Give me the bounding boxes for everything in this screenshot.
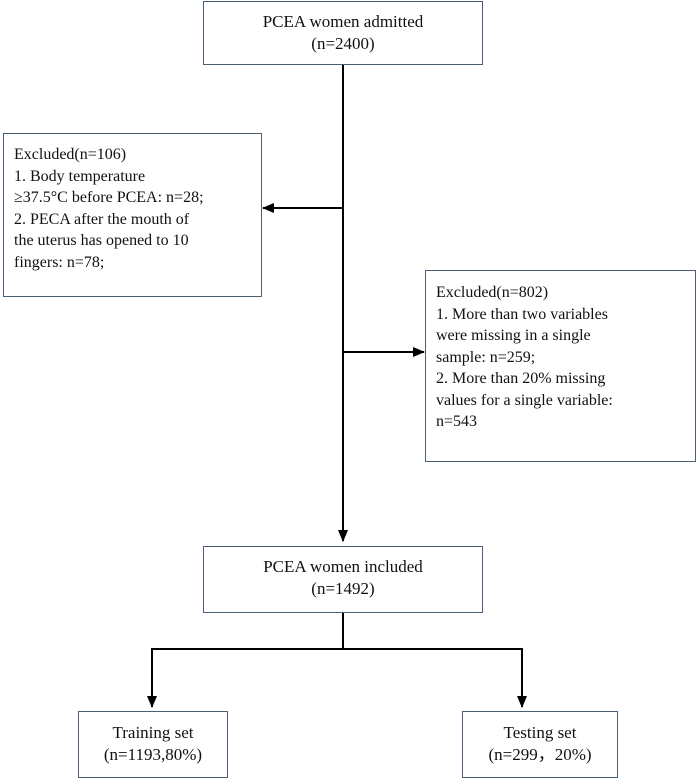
excluded-left-line-5: the uterus has opened to 10	[14, 232, 189, 249]
excluded-right-line-6: values for a single variable:	[436, 391, 613, 409]
admitted-title: PCEA women admitted	[262, 12, 424, 31]
excluded-right-line-4: sample: n=259;	[436, 348, 536, 366]
testing-title: Testing set	[503, 723, 577, 742]
included-box: PCEA women included (n=1492)	[203, 546, 483, 613]
excluded-right-box: Excluded(n=802) 1. More than two variabl…	[425, 270, 696, 462]
testing-set-box: Testing set (n=299，20%)	[462, 711, 618, 778]
excluded-right-line-1: Excluded(n=802)	[436, 284, 549, 301]
training-count: (n=1193,80%)	[103, 745, 203, 764]
admitted-count: (n=2400)	[311, 34, 375, 53]
admitted-box: PCEA women admitted (n=2400)	[203, 1, 483, 65]
excluded-left-line-3: ≥37.5°C before PCEA: n=28;	[14, 189, 204, 206]
excluded-left-line-6: fingers: n=78;	[14, 253, 105, 271]
excluded-right-line-3: were missing in a single	[436, 327, 591, 344]
excluded-left-line-2: 1. Body temperature	[14, 167, 146, 185]
excluded-right-line-7: n=543	[436, 413, 478, 430]
excluded-right-line-5: 2. More than 20% missing	[436, 370, 606, 387]
excluded-right-line-2: 1. More than two variables	[436, 305, 608, 323]
training-title: Training set	[112, 723, 194, 742]
included-count: (n=1492)	[311, 579, 375, 598]
excluded-left-line-1: Excluded(n=106)	[14, 146, 127, 163]
excluded-left-line-4: 2. PECA after the mouth of	[14, 210, 190, 228]
testing-count: (n=299，20%)	[488, 745, 592, 764]
included-title: PCEA women included	[263, 557, 423, 576]
excluded-left-box: Excluded(n=106) 1. Body temperature ≥37.…	[3, 133, 262, 297]
training-set-box: Training set (n=1193,80%)	[78, 711, 228, 778]
